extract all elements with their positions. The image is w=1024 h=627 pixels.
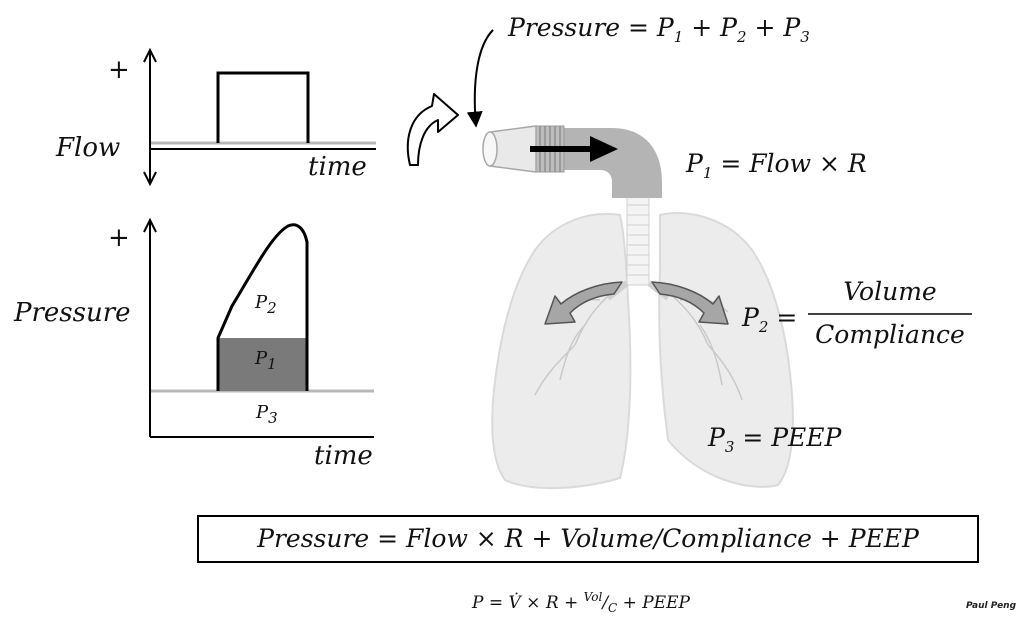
summary-equation-box: [197, 515, 979, 563]
author-signature: Paul Peng: [966, 601, 1017, 611]
p3-equation: P3 = PEEP: [707, 423, 843, 456]
p2-equation: P2 = Volume Compliance: [741, 277, 972, 349]
left-lung: [491, 212, 632, 490]
p1-equation: P1 = Flow × R: [685, 149, 867, 182]
tube-elbow: [560, 128, 662, 198]
curved-arrow-icon: [406, 93, 459, 166]
left-bronchus-arrow-icon: [544, 281, 623, 325]
airflow-arrow-icon: [590, 136, 618, 162]
pressure-axis-label: Pressure: [13, 298, 131, 328]
total-pressure-equation: Pressure = P1 + P2 + P3: [507, 13, 810, 46]
right-lung: [658, 212, 794, 488]
pressure-y-axis-arrow: [143, 217, 157, 233]
flow-time-label: time: [308, 152, 367, 182]
summary-equation: Pressure = Flow × R + Volume/Compliance …: [256, 524, 920, 553]
tube-opening: [482, 131, 498, 167]
pressure-time-label: time: [314, 441, 373, 471]
p3-region-label: P3: [255, 402, 278, 427]
flow-plus-label: +: [108, 55, 130, 85]
ventilator-tube: [482, 125, 662, 198]
right-bronchus-arrow-icon: [651, 281, 729, 325]
pressure-plus-label: +: [108, 223, 130, 253]
flow-axis-label: Flow: [55, 133, 120, 163]
pressure-pointer-arrow: [466, 29, 494, 128]
p2-region-label: P2: [254, 292, 277, 317]
p2-denominator: Compliance: [815, 320, 965, 349]
trachea-rings: [627, 204, 649, 276]
flow-square-wave: [216, 71, 310, 143]
p1-region: [218, 338, 307, 391]
flow-y-axis-arrow-down: [143, 171, 157, 187]
trachea: [626, 194, 650, 286]
p1-region-label: P1: [254, 348, 277, 373]
compact-equation: P = V̇ × R + Vol/C + PEEP: [471, 590, 691, 615]
p2-numerator: Volume: [843, 277, 936, 306]
flow-chart: + Flow time: [55, 47, 376, 187]
flow-y-axis-arrow-up: [143, 47, 157, 63]
p2-lhs: P2 =: [741, 303, 797, 336]
pressure-waveform: [216, 223, 309, 391]
pressure-chart: + Pressure time P2 P1 P3: [13, 217, 374, 471]
